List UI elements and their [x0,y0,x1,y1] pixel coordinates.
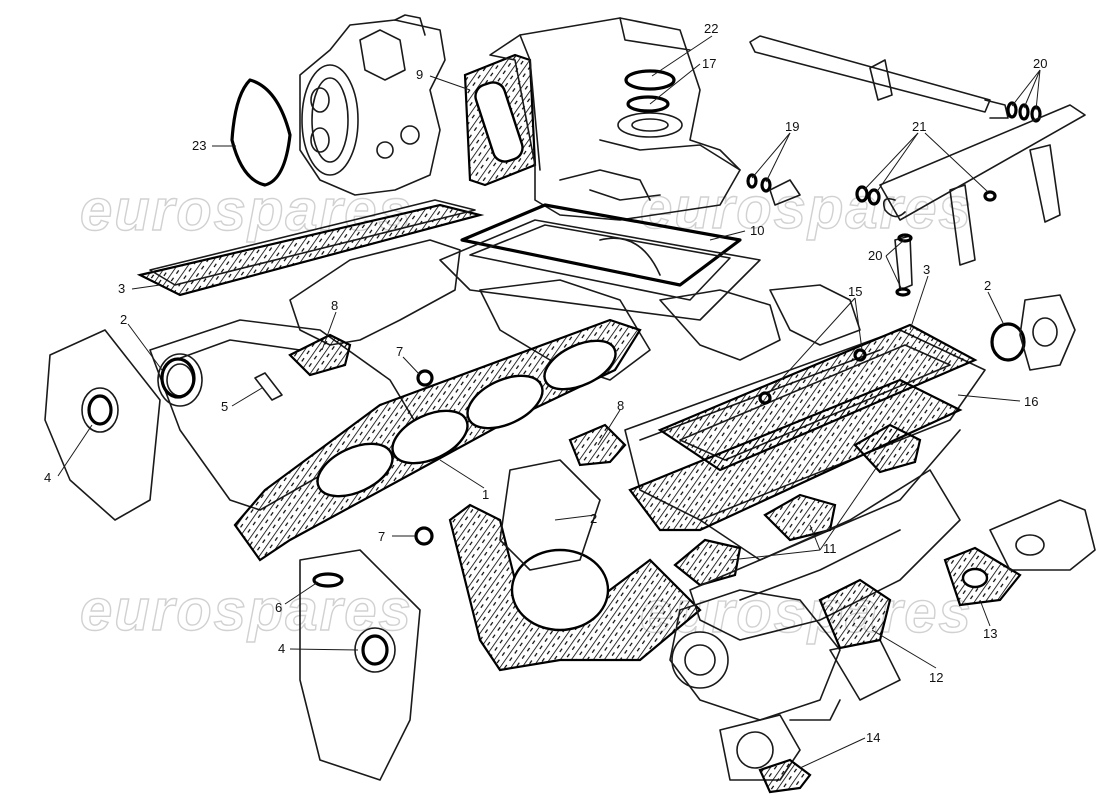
gasket-12-turbo-flange [818,578,892,650]
leader-lines [57,35,1041,769]
gasket-3-rocker-right [657,323,978,472]
callout-7-upper: 7 [396,344,403,359]
callout-17: 17 [702,56,716,71]
bolt-5 [254,372,283,401]
callout-4-lower: 4 [278,641,285,656]
gasket-17-seal-ring [626,95,670,113]
watermark-bottom-left: eurospares [80,578,413,643]
gasket-22-seal-ring [624,69,676,91]
callout-14: 14 [866,730,880,745]
callout-10: 10 [750,223,764,238]
gasket-2-left-ring [160,357,196,399]
callout-13: 13 [983,626,997,641]
callout-2-right: 2 [984,278,991,293]
callout-7-lower: 7 [378,529,385,544]
gasket-16-head-right [628,378,963,532]
callout-9: 9 [416,67,423,82]
gasket-8-upper [288,333,352,377]
gasket-14-oil-pipe [758,758,812,794]
callout-2-left: 2 [120,312,127,327]
gasket-15-a [853,348,867,362]
gasket-2-right-ring [990,322,1026,362]
callout-20-top: 20 [1033,56,1047,71]
plenum-base-plate [439,219,761,321]
gasket-9-plenum-flange [463,53,537,187]
callout-21: 21 [912,119,926,134]
o-rings-20-top [1006,101,1042,123]
injector [894,233,913,297]
water-pump-center [499,459,601,571]
gasket-11-c [853,423,922,474]
callout-19: 19 [785,119,799,134]
gasket-7-lower [414,526,434,546]
intake-plenum [489,17,741,221]
exhaust-manifold [689,469,961,641]
exhaust-elbow [989,499,1096,571]
head-gasket-1-left [233,318,642,562]
intake-manifold [289,239,861,381]
oil-pipe [789,699,841,721]
head-gasket-1-center [448,503,702,672]
timing-cover-left [44,329,161,521]
callout-6: 6 [275,600,282,615]
gasket-13-hole [961,567,989,589]
callout-8-lower: 8 [617,398,624,413]
seals-21 [855,185,997,206]
callout-labels: 22 17 9 20 19 21 23 10 20 3 3 2 8 15 2 7… [44,21,1047,745]
watermark-group: eurospares eurospares eurospares eurospa… [79,175,971,645]
fuel-rail-right [879,104,1086,266]
gasket-10-plenum-base [460,203,742,287]
gasket-8-lower [568,423,627,467]
gasket-11-a [673,538,742,587]
water-outlet-right [1019,294,1076,371]
callout-3-left: 3 [118,281,125,296]
callout-12: 12 [929,670,943,685]
callout-2-center: 2 [590,511,597,526]
callout-3-right: 3 [923,262,930,277]
callout-15: 15 [848,284,862,299]
callout-11: 11 [823,541,837,556]
callout-4-left: 4 [44,470,51,485]
callout-1: 1 [482,487,489,502]
callout-16: 16 [1024,394,1038,409]
callout-23: 23 [192,138,206,153]
callout-5: 5 [221,399,228,414]
seals-19 [746,173,801,206]
callout-20-middle: 20 [868,248,882,263]
gasket-7-upper [416,369,434,387]
callout-22: 22 [704,21,718,36]
fuel-rail [749,35,1009,119]
gasket-15-b [758,391,772,405]
callout-8-upper: 8 [331,298,338,313]
gasket-6-ring [312,572,344,588]
gasket-23-throttle [230,78,292,187]
gasket-11-b [763,493,837,542]
throttle-body [299,14,446,196]
